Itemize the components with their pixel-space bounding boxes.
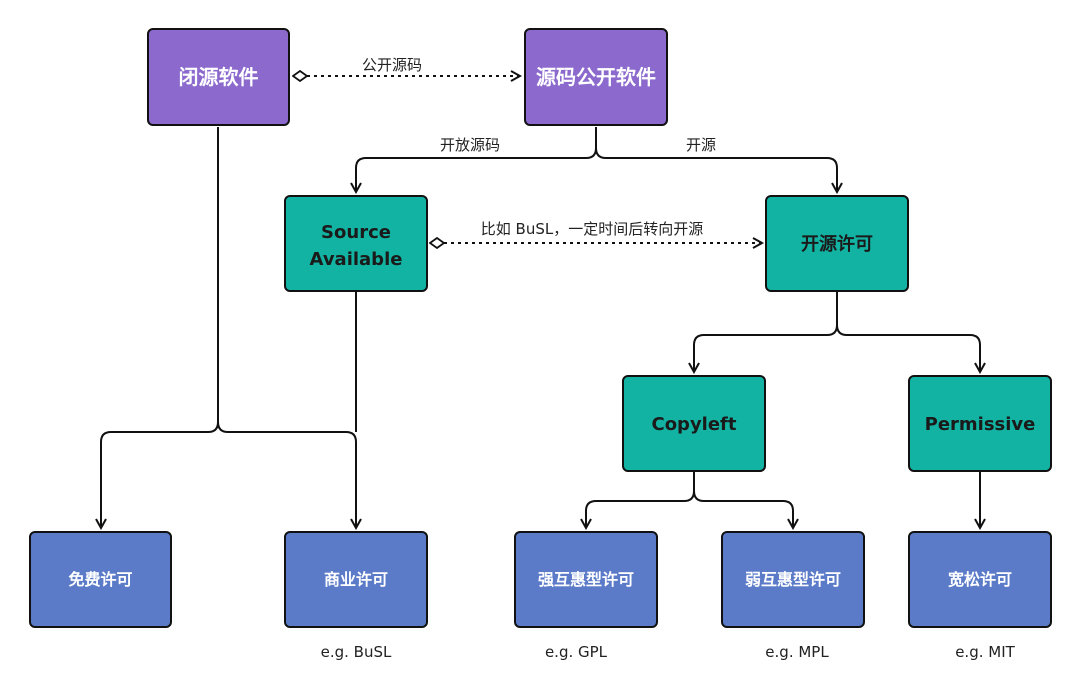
edge-label-open-source: 开源 — [686, 136, 716, 154]
edge-copyleft-to-strong — [586, 472, 695, 528]
edge-label-publish-source: 公开源码 — [362, 56, 422, 74]
edge-oss-to-copyleft — [694, 292, 838, 372]
node-free-license: 免费许可 — [29, 531, 172, 628]
node-permissive: Permissive — [908, 375, 1052, 472]
node-copyleft-label: Copyleft — [651, 414, 736, 435]
node-copyleft: Copyleft — [622, 375, 766, 472]
edge-source-public-split-left — [356, 127, 597, 192]
node-strong-reciprocal-label: 强互惠型许可 — [538, 570, 634, 589]
node-loose-license-label: 宽松许可 — [948, 570, 1012, 589]
node-loose-license: 宽松许可 — [908, 531, 1052, 628]
node-commercial-license-label: 商业许可 — [324, 570, 388, 589]
node-source-public: 源码公开软件 — [524, 28, 668, 126]
node-weak-reciprocal: 弱互惠型许可 — [721, 531, 865, 628]
example-mit: e.g. MIT — [955, 643, 1015, 661]
node-closed-source-label: 闭源软件 — [179, 65, 259, 89]
node-permissive-label: Permissive — [925, 414, 1036, 435]
node-free-license-label: 免费许可 — [68, 570, 132, 589]
node-source-available-label-line1: Source — [321, 222, 391, 243]
node-commercial-license: 商业许可 — [284, 531, 428, 628]
node-source-available-label-line2: Available — [310, 249, 403, 270]
example-gpl: e.g. GPL — [545, 643, 608, 661]
node-open-source-license: 开源许可 — [765, 195, 909, 292]
node-weak-reciprocal-label: 弱互惠型许可 — [745, 570, 841, 589]
edge-oss-to-permissive — [836, 324, 980, 372]
node-open-source-license-label: 开源许可 — [801, 233, 873, 255]
example-mpl: e.g. MPL — [765, 643, 829, 661]
edge-label-busl-note: 比如 BuSL，一定时间后转向开源 — [481, 220, 703, 238]
edge-closed-to-free — [101, 421, 219, 528]
node-source-public-label: 源码公开软件 — [536, 65, 656, 89]
node-closed-source: 闭源软件 — [147, 28, 290, 126]
example-busl: e.g. BuSL — [321, 643, 392, 661]
edge-label-open-source-code: 开放源码 — [440, 136, 500, 154]
edge-source-public-split-right — [595, 147, 837, 192]
edge-copyleft-to-weak — [693, 490, 793, 528]
edge-closed-to-commercial — [217, 421, 356, 528]
node-strong-reciprocal: 强互惠型许可 — [514, 531, 658, 628]
node-source-available: Source Available — [284, 195, 428, 292]
